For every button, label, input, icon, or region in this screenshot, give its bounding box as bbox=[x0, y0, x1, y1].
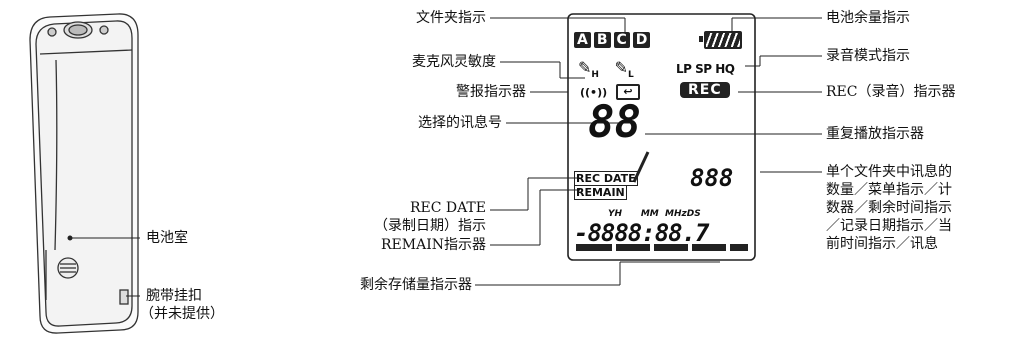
recorder-illustration bbox=[29, 13, 139, 334]
counter-label-2: 数量／菜单指示／计 bbox=[826, 182, 952, 198]
lcd-frame bbox=[567, 13, 756, 261]
rec-mode-indicator: LP SP HQ bbox=[676, 62, 735, 76]
folder-indicator-label: 文件夹指示 bbox=[416, 10, 486, 26]
folder-indicator: A B C D bbox=[574, 32, 651, 48]
folder-d: D bbox=[632, 32, 651, 48]
rec-indicator-label: REC（录音）指示器 bbox=[826, 84, 956, 100]
mic-low-icon: ✎ bbox=[614, 58, 628, 77]
counter-label-1: 单个文件夹中讯息的 bbox=[826, 164, 952, 180]
message-number: 88 bbox=[588, 97, 641, 148]
counter-label-3: 数器／剩余时间指示 bbox=[826, 200, 952, 216]
rec-mode-label: 录音模式指示 bbox=[826, 48, 910, 64]
battery-tip bbox=[699, 36, 703, 42]
message-count: 888 bbox=[690, 164, 734, 192]
repeat-icon: ↩ bbox=[616, 84, 640, 100]
strap-hook-label: 腕带挂扣 bbox=[146, 288, 202, 304]
counter-label-4: ／记录日期指示／当 bbox=[826, 218, 952, 234]
battery-compartment-label: 电池室 bbox=[146, 230, 188, 246]
mic-sensitivity-icons: ✎H ✎L bbox=[578, 58, 634, 81]
battery-level-label: 电池余量指示 bbox=[826, 10, 910, 26]
counter-label-5: 前时间指示／讯息 bbox=[826, 236, 938, 252]
mic-sensitivity-label: 麦克风灵敏度 bbox=[412, 54, 496, 70]
memory-bars bbox=[576, 244, 748, 251]
remain-indicator: REMAIN bbox=[574, 185, 627, 200]
rec-date-indicator: REC DATE bbox=[574, 171, 638, 186]
alarm-icon: ((•)) bbox=[580, 86, 608, 99]
selected-message-label: 选择的讯息号 bbox=[418, 115, 502, 131]
rec-indicator: REC bbox=[680, 82, 730, 98]
alarm-indicator-label: 警报指示器 bbox=[456, 84, 526, 100]
strap-hook-note: （并未提供） bbox=[140, 306, 224, 322]
clock-labels: YH MM MHzDS bbox=[608, 209, 701, 219]
rec-date-label-2: （录制日期）指示 bbox=[374, 218, 486, 234]
battery-icon bbox=[704, 31, 742, 49]
lcd-display: A B C D ✎H ✎L LP SP HQ ((•)) ↩ REC 88 RE… bbox=[568, 14, 755, 260]
folder-a: A bbox=[574, 32, 591, 48]
mic-high-icon: ✎ bbox=[578, 58, 592, 77]
repeat-indicator-label: 重复播放指示器 bbox=[826, 126, 924, 142]
remain-indicator-label: REMAIN指示器 bbox=[381, 237, 486, 253]
remaining-memory-label: 剩余存储量指示器 bbox=[360, 277, 472, 293]
clock-display: -8888:88.7 bbox=[574, 219, 709, 247]
folder-b: B bbox=[593, 32, 611, 48]
folder-c: C bbox=[613, 32, 630, 48]
rec-date-label-1: REC DATE bbox=[409, 200, 486, 216]
